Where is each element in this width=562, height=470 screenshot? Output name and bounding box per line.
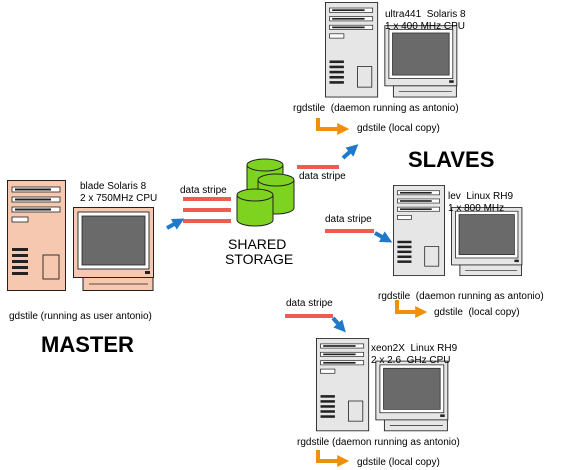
master-heading: MASTER <box>41 332 134 357</box>
slave-ultra441-cpu: 1 x 400 MHz CPU <box>385 21 466 32</box>
slave-lev-stripe-label: data stripe <box>325 214 372 225</box>
arrow-icon <box>316 118 350 135</box>
shared-storage-icon <box>236 158 295 227</box>
arrow-icon <box>331 316 346 333</box>
storage-label-line2: STORAGE <box>225 251 294 267</box>
slave-lev-name: lev Linux RH9 <box>448 191 514 202</box>
arrow-icon <box>395 300 428 318</box>
arrow-icon <box>166 218 185 230</box>
master-process-label: gdstile (running as user antonio) <box>9 311 152 322</box>
slave-lev-computer-icon <box>393 185 523 277</box>
arrow-icon <box>316 450 350 467</box>
slave-data-stripes <box>285 165 374 318</box>
blue-arrow-icons <box>166 144 393 333</box>
slave-ultra441-stripe-label: data stripe <box>299 171 346 182</box>
orange-arrow-icons <box>316 118 428 467</box>
slave-xeon2x-name: xeon2X Linux RH9 <box>371 343 458 354</box>
slave-ultra441-local: gdstile (local copy) <box>357 123 440 134</box>
slave-xeon2x-daemon: rgdstile (daemon running as antonio) <box>297 437 460 448</box>
slave-ultra441-daemon: rgdstile (daemon running as antonio) <box>293 103 459 114</box>
slave-xeon2x-local: gdstile (local copy) <box>357 457 440 468</box>
slave-xeon2x-cpu: 2 x 2.6 GHz CPU <box>371 355 451 366</box>
master-machine-name: blade Solaris 8 <box>80 181 147 192</box>
storage-cylinder-icon <box>236 188 274 227</box>
slave-lev-daemon: rgdstile (daemon running as antonio) <box>378 291 544 302</box>
slave-ultra441-computer-icon <box>325 2 458 98</box>
slaves-heading: SLAVES <box>408 147 495 172</box>
arrow-icon <box>341 144 359 160</box>
slave-xeon2x-computer-icon <box>316 338 449 432</box>
master-computer-icon <box>7 180 154 291</box>
slave-lev-cpu: 1 x 800 MHz <box>448 203 505 214</box>
master-data-stripes <box>183 197 231 223</box>
master-machine-cpu: 2 x 750MHz CPU <box>80 193 158 204</box>
slave-ultra441-name: ultra441 Solaris 8 <box>385 9 466 20</box>
storage-label-line1: SHARED <box>228 236 287 252</box>
slave-lev-local: gdstile (local copy) <box>434 307 520 318</box>
arrow-icon <box>374 231 393 243</box>
slave-xeon2x-stripe-label: data stripe <box>286 298 333 309</box>
master-stripe-label: data stripe <box>180 185 227 196</box>
